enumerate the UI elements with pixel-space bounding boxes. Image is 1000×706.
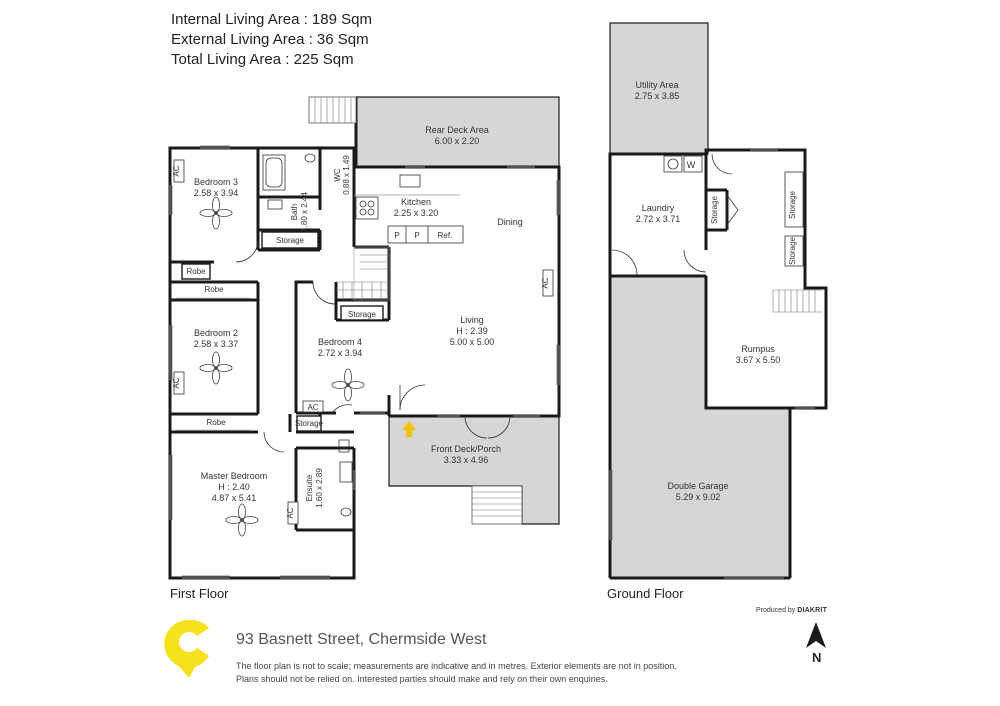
bedroom3-label: Bedroom 3 [194, 177, 238, 187]
dining-label: Dining [497, 217, 523, 227]
ac-label: AC [172, 377, 181, 388]
produced-by-text: Produced by [756, 607, 796, 614]
kitchen-dims: 2.25 x 3.20 [394, 208, 439, 218]
ground-storage-shelves [784, 171, 804, 267]
ensuite-label: Ensuite [305, 474, 314, 501]
ground-floor-doors [611, 153, 739, 276]
area-summary: Internal Living Area : 189 Sqm External … [171, 10, 372, 70]
storage-label: Storage [788, 190, 797, 219]
robe-label: Robe [204, 285, 224, 294]
ac-label: AC [541, 277, 550, 288]
disclaimer-line: Plans should not be relied on. Intereste… [236, 674, 608, 684]
disclaimer-line: The floor plan is not to scale; measurem… [236, 661, 677, 671]
ensuite-dims: 1.60 x 2.89 [315, 468, 324, 508]
ac-label: AC [286, 507, 295, 518]
internal-area: Internal Living Area : 189 Sqm [171, 11, 372, 28]
fridge-label: Ref. [438, 231, 453, 240]
robe-label: Robe [186, 267, 206, 276]
first-floor-doors [235, 239, 511, 453]
north-label: N [812, 650, 822, 665]
ground-stairs [772, 289, 822, 313]
laundry-label: Laundry [642, 203, 675, 213]
front-deck-label: Front Deck/Porch [431, 444, 501, 454]
laundry-fixtures [663, 155, 703, 173]
rear-deck [354, 96, 560, 168]
external-area: External Living Area : 36 Sqm [171, 31, 369, 48]
storage-label: Storage [295, 419, 324, 428]
pantry-label: P [414, 231, 419, 240]
robe-label: Robe [206, 418, 226, 427]
utility-label: Utility Area [635, 80, 678, 90]
bedroom3-dims: 2.58 x 3.94 [194, 188, 239, 198]
kitchen-label: Kitchen [401, 197, 431, 207]
bedroom4-dims: 2.72 x 3.94 [318, 348, 363, 358]
bedroom2-fan-icon [199, 351, 233, 385]
washer-label: W [687, 160, 696, 170]
storage-label: Storage [710, 195, 719, 224]
ground-floor-windows [609, 149, 815, 579]
producer-name: DIAKRIT [797, 607, 828, 614]
rear-deck-label: Rear Deck Area [425, 125, 489, 135]
internal-stairs [336, 246, 390, 301]
bathroom-fixtures [262, 153, 353, 517]
ac-label: AC [307, 403, 318, 412]
laundry-dims: 2.72 x 3.71 [636, 214, 681, 224]
first-floor-title: First Floor [170, 586, 229, 601]
rear-deck-dims: 6.00 x 2.20 [435, 136, 480, 146]
ac-units [173, 159, 554, 525]
bath-dims: 1.80 x 2.44 [300, 192, 309, 232]
total-area: Total Living Area : 225 Sqm [171, 51, 354, 68]
rumpus-label: Rumpus [741, 344, 775, 354]
agency-logo-icon [164, 619, 209, 678]
master-fan-icon [225, 503, 259, 537]
ground-floor-title: Ground Floor [607, 586, 684, 601]
bedroom3-fan-icon [199, 196, 233, 230]
master-bedroom-label: Master Bedroom [201, 471, 268, 481]
garage-label: Double Garage [667, 481, 728, 491]
pantry-label: P [394, 231, 399, 240]
first-floor-windows [169, 145, 560, 579]
bedroom4-fan-icon [331, 368, 365, 402]
north-arrow-icon [806, 622, 826, 648]
living-height: H : 2.39 [456, 326, 488, 336]
wc-dims: 0.88 x 1.49 [342, 155, 351, 195]
utility-dims: 2.75 x 3.85 [635, 91, 680, 101]
first-floor-storage [181, 231, 384, 432]
garage-area [609, 275, 791, 579]
bedroom2-label: Bedroom 2 [194, 328, 238, 338]
entry-arrow-icon [402, 421, 416, 437]
kitchen-fixtures [354, 174, 464, 244]
front-deck-dims: 3.33 x 4.96 [444, 455, 489, 465]
disclaimer: The floor plan is not to scale; measurem… [236, 660, 756, 686]
bath-label: Bath [290, 204, 299, 220]
bedroom2-dims: 2.58 x 3.37 [194, 339, 239, 349]
storage-label: Storage [348, 310, 377, 319]
property-address: 93 Basnett Street, Chermside West [236, 631, 487, 648]
ac-label: AC [172, 165, 181, 176]
garage-dims: 5.29 x 9.02 [676, 492, 721, 502]
wc-label: WC [333, 168, 342, 182]
master-dims: 4.87 x 5.41 [212, 493, 257, 503]
bedroom4-label: Bedroom 4 [318, 337, 362, 347]
living-label: Living [460, 315, 484, 325]
storage-label: Storage [276, 236, 305, 245]
robe-doors [176, 297, 250, 431]
master-height: H : 2.40 [218, 482, 250, 492]
rear-stairs [308, 96, 357, 124]
rumpus-dims: 3.67 x 5.50 [736, 355, 781, 365]
storage-label: Storage [788, 236, 797, 265]
living-dims: 5.00 x 5.00 [450, 337, 495, 347]
produced-by: Produced by DIAKRIT [756, 607, 827, 614]
front-deck [388, 415, 560, 525]
